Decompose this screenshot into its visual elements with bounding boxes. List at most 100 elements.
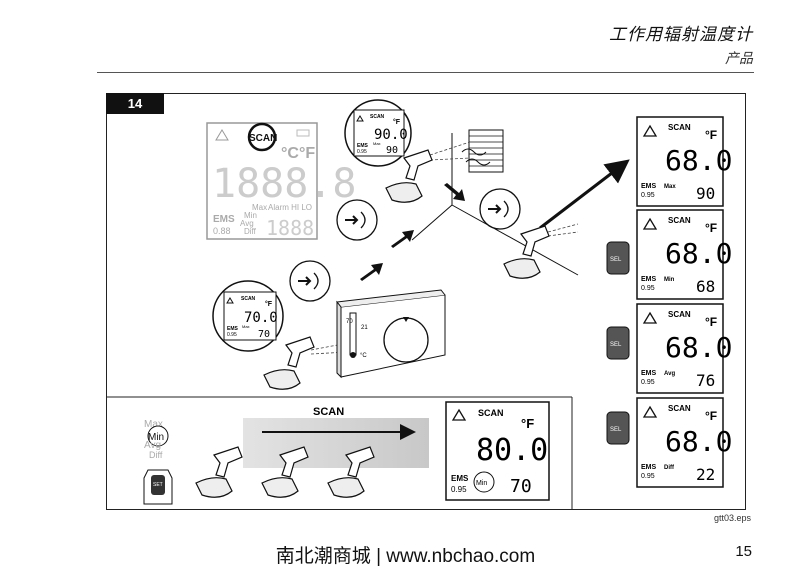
right-lcd-ems: EMS [641,464,657,471]
left-lcd-value: 70.0 [244,310,278,326]
right-lcd-ems: EMS [641,370,657,377]
scan-thermometers [195,446,375,498]
page-header-title: 工作用辐射温度计 [609,25,753,44]
left-lcd-max: Max [242,324,250,329]
right-lcd-value: 68.0 [665,331,732,364]
top-lcd-max: Max [373,141,381,146]
bottom-lcd-ems: EMS [451,474,469,483]
right-lcd-ems-value: 0.95 [641,192,655,199]
top-lcd-scan: SCAN [370,114,385,120]
bottom-lcd-scan: SCAN [478,408,504,418]
pointer-arrow [539,159,630,230]
right-lcd-ems: EMS [641,183,657,190]
top-lcd-ems: EMS [357,143,369,149]
right-lcd-mode: Avg [664,371,675,377]
top-lcd-unit: °F [393,118,401,126]
footer-site: 南北潮商城 | www.nbchao.com [275,546,536,567]
figure-number: 14 [106,93,164,114]
right-lcd-scan: SCAN [668,123,691,132]
right-lcd-frame [636,209,724,300]
mode-min: Min [148,432,164,443]
right-lcd-mode: Diff [664,465,675,471]
left-lcd-ems: EMS [227,326,239,332]
set-label: SET [153,482,163,488]
thermometer-hands [263,149,550,390]
bottom-lcd: SCAN °F 80.0 EMS Min 0.95 70 [445,401,550,501]
right-lcd-small: 90 [696,184,715,203]
right-lcd-unit: °F [705,128,717,142]
thermostat-scale-top: 70 [346,319,353,325]
full-lcd-display: SCAN °C°F 1888.8 Max Alarm HI LO Min EMS… [206,122,357,240]
mode-list: Max Min Avg Diff [144,419,169,460]
full-lcd-scan: SCAN [249,133,277,144]
full-lcd-small-digits: 1888 [266,216,314,240]
right-lcd-value: 68.0 [665,237,732,270]
full-lcd-alarm: Alarm HI LO [268,203,312,212]
right-lcd-frame [636,116,724,207]
right-lcd-ems: EMS [641,276,657,283]
right-lcd-frame [636,397,724,488]
full-lcd-digits: 1888.8 [212,161,357,207]
sel-button[interactable]: SEL [606,326,630,360]
right-lcd-mode: Max [664,184,676,190]
set-button[interactable]: SET [143,469,173,505]
mode-avg: Avg [144,440,161,451]
right-lcd-unit: °F [705,315,717,329]
header-rule [97,72,754,73]
left-lcd-small: 70 [258,329,270,340]
top-lcd-value: 90.0 [374,127,408,143]
bottom-lcd-unit: °F [521,416,534,431]
warning-icon [642,311,658,324]
right-lcd-scan: SCAN [668,404,691,413]
left-lcd-ems-value: 0.95 [227,332,237,338]
full-lcd-ems: EMS [213,214,235,225]
full-lcd-min: Min [244,211,257,220]
right-lcd-ems-value: 0.95 [641,473,655,480]
figure-frame [106,93,746,510]
scan-title: SCAN [313,406,344,418]
page-header-subtitle: 产品 [725,50,753,66]
right-lcd-mode: Min [664,277,675,283]
right-lcd-ems-value: 0.95 [641,379,655,386]
sel-label: SEL [610,257,622,263]
room-corner [411,129,579,276]
top-lcd-ems-value: 0.95 [357,149,367,155]
page-number: 15 [735,543,752,560]
warning-icon [642,405,658,418]
zoom-lcd-top: SCAN °F 90.0 EMS Max 0.95 90 [344,99,412,167]
full-lcd-ems-value: 0.88 [213,226,231,236]
full-lcd-avg: Avg [240,219,254,228]
bottom-lcd-small: 70 [510,476,532,497]
bottom-lcd-value: 80.0 [476,433,548,468]
right-lcd-scan: SCAN [668,310,691,319]
scan-band [243,418,429,468]
right-lcd-frame [636,303,724,394]
right-lcd-small: 68 [696,277,715,296]
right-lcd-scan: SCAN [668,216,691,225]
right-lcd-small: 76 [696,371,715,390]
left-lcd-scan: SCAN [241,296,256,302]
sel-button[interactable]: SEL [606,241,630,275]
figure-file-label: gtt03.eps [713,513,751,523]
right-lcd-small: 22 [696,465,715,484]
full-lcd-units: °C°F [281,145,315,162]
sel-button[interactable]: SEL [606,411,630,445]
progress-arrows [360,183,465,281]
right-lcd-unit: °F [705,221,717,235]
top-lcd-small: 90 [386,145,398,156]
full-lcd-diff: Diff [244,227,257,236]
wall-thermostat: 70 21 °C [336,289,446,379]
right-lcd-ems-value: 0.95 [641,285,655,292]
right-lcd-value: 68.0 [665,425,732,458]
warning-icon [642,217,658,230]
mode-max: Max [144,419,163,430]
bottom-lcd-mode: Min [476,480,487,487]
left-lcd-unit: °F [265,300,273,308]
zoom-lcd-left: SCAN °F 70.0 EMS Max 0.95 70 [212,280,284,352]
thermostat-unit: °C [360,353,367,359]
